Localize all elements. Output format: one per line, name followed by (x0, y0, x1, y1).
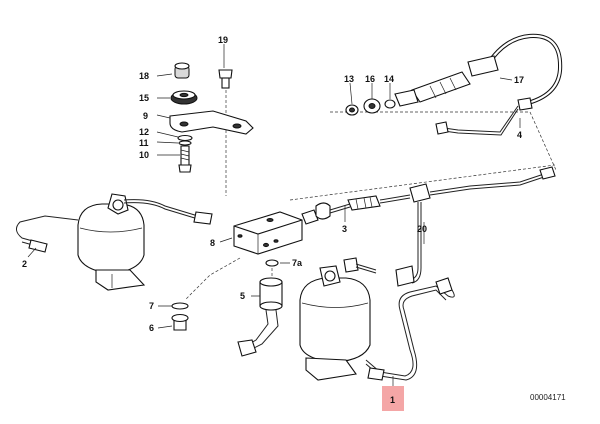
callout-19: 19 (218, 35, 228, 45)
lower-hardware (157, 259, 290, 357)
callout-20: 20 (417, 224, 427, 234)
assembly-guides (184, 75, 557, 301)
callouts: 19 18 15 9 12 11 10 13 16 14 17 4 8 3 20… (22, 35, 524, 405)
callout-6: 6 (149, 323, 154, 333)
callout-14: 14 (384, 74, 394, 84)
callout-17: 17 (514, 75, 524, 85)
callout-5: 5 (240, 291, 245, 301)
accumulator-right (299, 257, 455, 381)
callout-1-highlight (382, 386, 404, 411)
accumulator-left (16, 193, 213, 291)
callout-7: 7 (149, 301, 154, 311)
mount-hardware (156, 44, 254, 173)
callout-7a: 7a (292, 258, 303, 268)
callout-10: 10 (139, 150, 149, 160)
callout-16: 16 (365, 74, 375, 84)
return-hose (345, 33, 563, 136)
drawing-number: 00004171 (530, 393, 566, 402)
callout-15: 15 (139, 93, 149, 103)
pressure-line-3 (301, 166, 556, 284)
callout-9: 9 (143, 111, 148, 121)
callout-8: 8 (210, 238, 215, 248)
callout-18: 18 (139, 71, 149, 81)
callout-11: 11 (139, 138, 149, 148)
callout-12: 12 (139, 127, 149, 137)
callout-1: 1 (390, 395, 395, 405)
callout-2: 2 (22, 259, 27, 269)
callout-3: 3 (342, 224, 347, 234)
callout-4: 4 (517, 130, 522, 140)
callout-13: 13 (344, 74, 354, 84)
valve-block (219, 211, 303, 255)
